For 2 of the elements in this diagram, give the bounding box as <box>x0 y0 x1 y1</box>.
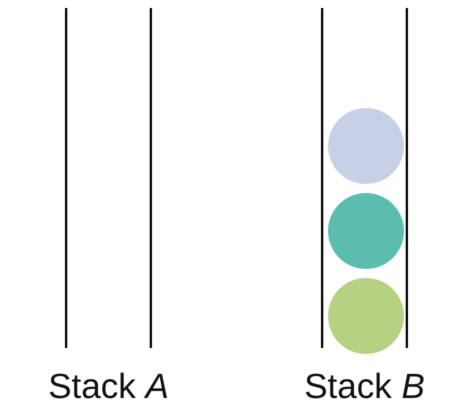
stack-label: Stack B <box>304 367 425 407</box>
stack-label: Stack A <box>48 367 169 407</box>
